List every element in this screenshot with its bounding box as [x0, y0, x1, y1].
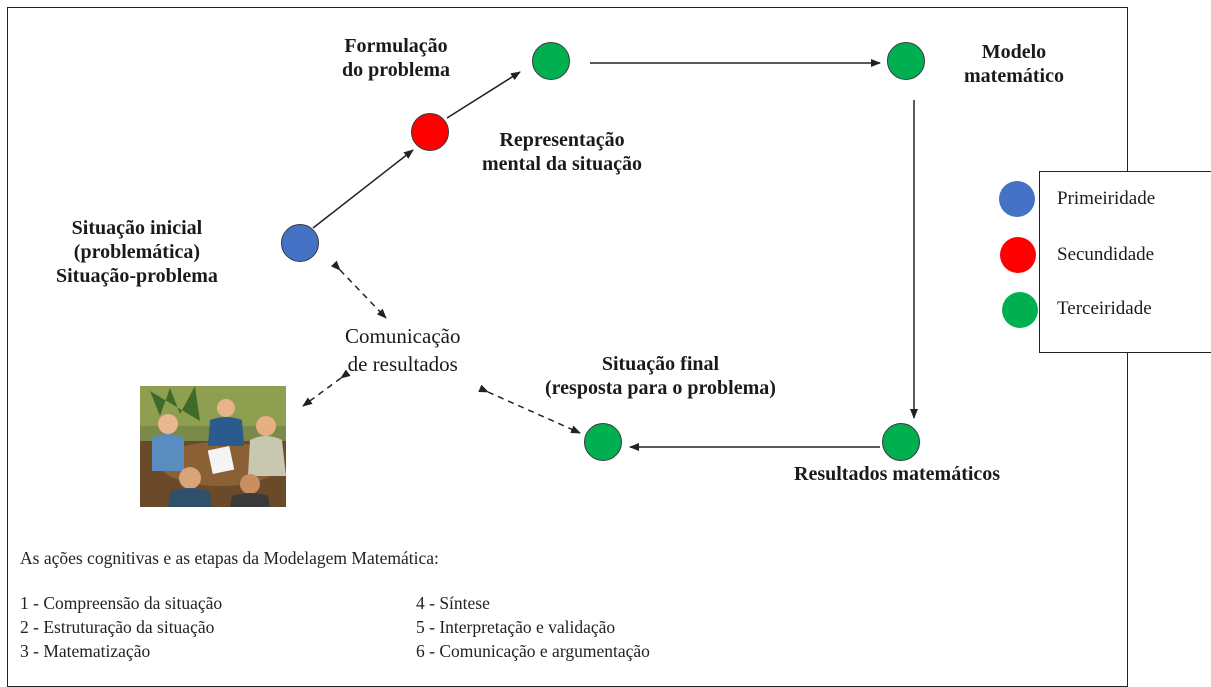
arrow-representacao-to-formulacao [446, 71, 521, 119]
label-formulacao-line2: do problema [342, 59, 450, 81]
label-situacao-final-line1: Situação final [601, 353, 720, 375]
footer-step-1: 1 - Compreensão da situação [20, 593, 223, 613]
node-representacao [411, 113, 449, 151]
label-modelo-line1: Modelo [981, 41, 1047, 63]
dashed-arrow-comunicacao-final [478, 384, 581, 434]
legend-swatch-secundidade [1000, 237, 1036, 273]
legend-label-primeiridade: Primeiridade [1057, 188, 1156, 209]
footer-step-2: 2 - Estruturação da situação [20, 617, 215, 637]
label-resultados: Resultados matemáticos [794, 463, 1001, 485]
legend [1039, 171, 1211, 353]
legend-swatch-terceiridade [1002, 292, 1038, 328]
label-formulacao: Formulação do problema [342, 34, 450, 82]
label-representacao: Representação mental da situação [482, 128, 642, 176]
label-formulacao-line1: Formulação [344, 35, 448, 57]
legend-label-secundidade: Secundidade [1057, 244, 1155, 265]
label-situacao-inicial-line3: Situação-problema [56, 265, 218, 287]
footer-caption: As ações cognitivas e as etapas da Model… [20, 548, 439, 568]
office-meeting-icon [140, 386, 286, 507]
footer-step-6: 6 - Comunicação e argumentação [416, 641, 650, 661]
footer-step-5: 5 - Interpretação e validação [416, 617, 616, 637]
label-representacao-line2: mental da situação [482, 153, 642, 175]
node-modelo [887, 42, 925, 80]
node-situacao-inicial [281, 224, 319, 262]
footer-step-4: 4 - Síntese [416, 593, 490, 613]
label-situacao-final: Situação final (resposta para o problema… [545, 352, 776, 400]
label-situacao-inicial: Situação inicial (problemática) Situação… [56, 216, 218, 288]
footer-step-3: 3 - Matematização [20, 641, 151, 661]
label-situacao-inicial-line2: (problemática) [73, 241, 201, 263]
label-comunicacao: Comunicação de resultados [345, 322, 460, 378]
arrow-inicial-to-representacao [312, 149, 414, 229]
node-situacao-final [584, 423, 622, 461]
legend-label-terceiridade: Terceiridade [1057, 298, 1152, 319]
dashed-arrow-inicial-comunicacao [330, 260, 387, 319]
label-comunicacao-line1: Comunicação [345, 324, 461, 348]
label-modelo-line2: matemático [964, 65, 1064, 87]
legend-swatch-primeiridade [999, 181, 1035, 217]
node-formulacao [532, 42, 570, 80]
label-modelo: Modelo matemático [964, 40, 1064, 88]
label-representacao-line1: Representação [499, 129, 625, 151]
flow-arrows [302, 59, 918, 451]
label-situacao-final-line2: (resposta para o problema) [545, 377, 776, 399]
dashed-arrow-comunicacao-clipart [302, 369, 351, 407]
label-comunicacao-line2: de resultados [347, 352, 458, 376]
node-resultados [882, 423, 920, 461]
label-situacao-inicial-line1: Situação inicial [71, 217, 203, 239]
